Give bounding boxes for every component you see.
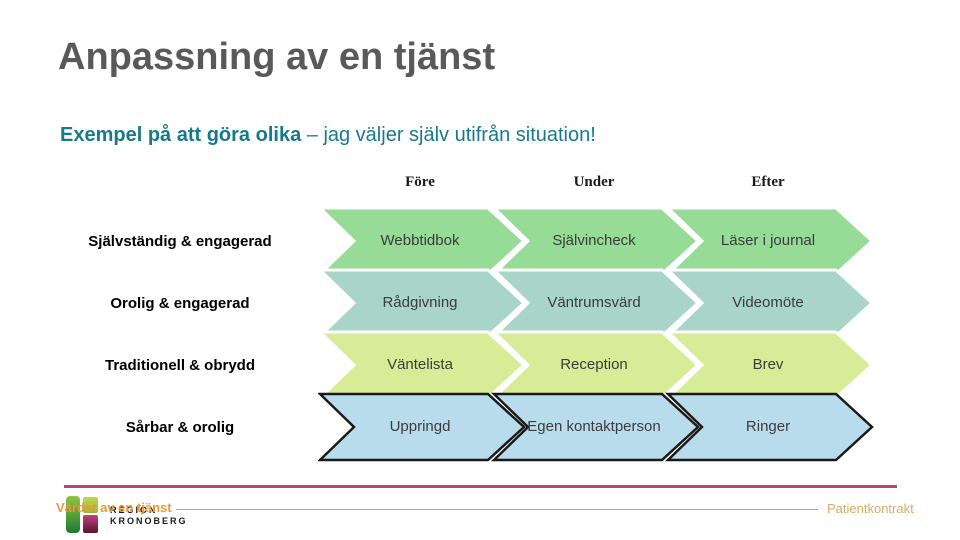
arrow-label: Ringer <box>745 418 791 435</box>
logo-left-bar <box>66 496 80 533</box>
project-label: Värdet av en tjänst <box>56 500 172 515</box>
row-label: Orolig & engagerad <box>110 294 250 312</box>
page-title: Anpassning av en tjänst <box>58 36 496 78</box>
arrow-row: Väntelista Reception Brev <box>318 330 878 400</box>
region-kronoberg-logo-icon <box>66 496 108 534</box>
arrow-row: Uppringd Egen kontaktperson Ringer <box>318 392 878 462</box>
arrow-label: Läser i journal <box>720 232 816 249</box>
column-header: Före <box>405 174 435 190</box>
chevron-arrow <box>490 392 700 462</box>
arrow-label: Rådgivning <box>382 294 458 311</box>
subtitle-rest-part: – jag väljer själv utifrån situation! <box>301 124 596 146</box>
chevron-arrow <box>318 392 526 462</box>
logo-top-square <box>83 497 98 513</box>
brand-line1: REGION <box>110 505 158 515</box>
chevron-arrow <box>664 392 874 462</box>
arrow-label: Väntrumsvärd <box>547 294 641 311</box>
arrow-label: Brev <box>752 356 784 373</box>
footer-right-label: Patientkontrakt <box>827 501 914 516</box>
column-header: Under <box>573 174 615 190</box>
arrow-label: Reception <box>560 356 628 373</box>
arrow-label: Uppringd <box>389 418 451 435</box>
logo-bottom-square <box>83 515 98 533</box>
row-label: Självständig & engagerad <box>88 232 272 250</box>
row-label: Traditionell & obrydd <box>104 356 255 374</box>
subtitle-bold-part: Exempel på att göra olika <box>60 124 302 146</box>
chevron-arrows-graphic <box>318 392 874 462</box>
brand-line2: KRONOBERG <box>110 516 188 526</box>
arrow-label: Väntelista <box>387 356 453 373</box>
chevron-arrows-graphic <box>318 330 875 400</box>
footer-divider <box>64 485 897 488</box>
arrow-row: Webbtidbok Självincheck Läser i journal <box>318 206 878 276</box>
arrow-label: Självincheck <box>552 232 636 249</box>
column-header: Efter <box>751 174 785 190</box>
arrow-row: Rådgivning Väntrumsvärd Videomöte <box>318 268 878 338</box>
slide-subtitle: Exempel på att göra olika – jag väljer s… <box>60 124 596 147</box>
row-label: Sårbar & orolig <box>125 418 235 436</box>
arrow-label: Webbtidbok <box>380 232 460 249</box>
arrow-label: Egen kontaktperson <box>527 418 661 435</box>
arrow-label: Videomöte <box>732 294 804 311</box>
chevron-arrows-graphic <box>318 206 875 276</box>
footer-gold-rule <box>176 509 818 510</box>
